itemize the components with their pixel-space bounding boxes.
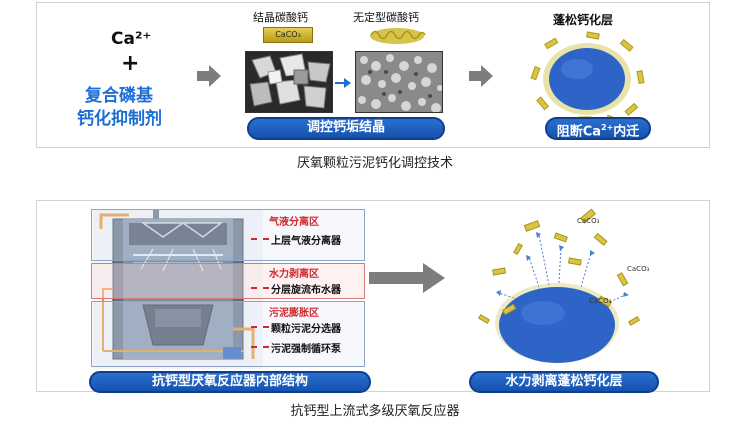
fluffy-layer-label: 蓬松钙化层 [553, 13, 614, 27]
zone-item-circulation-pump: 污泥强制循环泵 [271, 344, 341, 355]
block-pill-suffix: 内迁 [613, 124, 640, 140]
reactor-illustration [93, 209, 263, 369]
top-panel: Ca²⁺ + 复合磷基 钙化抑制剂 结晶碳酸钙 CaCO₃ 无定型碳酸钙 [36, 2, 710, 148]
zone-title-gas-liquid: 气液分离区 [269, 217, 319, 228]
zone-item-granule-sorter: 颗粒污泥分选器 [271, 324, 341, 335]
pointer-dash [251, 287, 269, 289]
stripped-granule-icon [477, 208, 641, 363]
particle-tag: CaCO₃ [577, 217, 600, 225]
bottom-panel: 气液分离区 上层气液分离器 水力剥离区 分层旋流布水器 污泥膨胀区 颗粒污泥分选… [36, 200, 710, 393]
pointer-dash [251, 346, 269, 348]
bottom-caption: 抗钙型上流式多级厌氧反应器 [290, 404, 460, 419]
amorphous-sem-image [355, 51, 443, 113]
amorphous-particle-icon [370, 28, 426, 44]
gas-liquid-zone [91, 209, 365, 261]
zone-item-swirl-distributor: 分层旋流布水器 [271, 285, 341, 296]
pointer-dash [251, 238, 269, 240]
block-pill-prefix: 阻断Ca [556, 124, 602, 140]
zone-title-hydraulic: 水力剥离区 [269, 269, 319, 280]
stripping-layer-pill: 水力剥离蓬松钙化层 [469, 371, 659, 393]
pointer-dash [251, 326, 269, 328]
caco3-tag: CaCO₃ [263, 27, 313, 43]
process-arrow-3 [369, 263, 445, 293]
particle-tag: CaCO₃ [589, 297, 612, 305]
ca-ion-label: Ca²⁺ [111, 29, 152, 49]
plus-sign: + [121, 51, 140, 76]
inhibitor-label-line2: 钙化抑制剂 [77, 109, 162, 129]
process-arrow-2 [469, 65, 493, 87]
particle-tag: CaCO₃ [627, 265, 650, 273]
block-pill-superscript: 2+ [601, 123, 614, 132]
hydraulic-stripping-zone [91, 263, 365, 299]
crystalline-sem-image [245, 51, 333, 113]
inhibitor-label-line1: 复合磷基 [85, 86, 153, 106]
zone-title-expansion: 污泥膨胀区 [269, 308, 319, 319]
block-ca-migration-pill: 阻断Ca2+内迁 [545, 117, 651, 140]
zone-item-upper-separator: 上层气液分离器 [271, 236, 341, 247]
transform-arrow [335, 78, 351, 88]
amorphous-calcite-label: 无定型碳酸钙 [353, 11, 419, 24]
process-arrow-1 [197, 65, 221, 87]
caco3-tag-text: CaCO₃ [275, 30, 301, 39]
crystal-calcite-label: 结晶碳酸钙 [253, 11, 308, 24]
calcified-granule-icon [530, 31, 645, 124]
regulate-crystallization-pill: 调控钙垢结晶 [247, 117, 445, 140]
sludge-expansion-zone [91, 301, 365, 367]
top-caption: 厌氧颗粒污泥钙化调控技术 [296, 156, 453, 171]
reactor-structure-pill: 抗钙型厌氧反应器内部结构 [89, 371, 371, 393]
